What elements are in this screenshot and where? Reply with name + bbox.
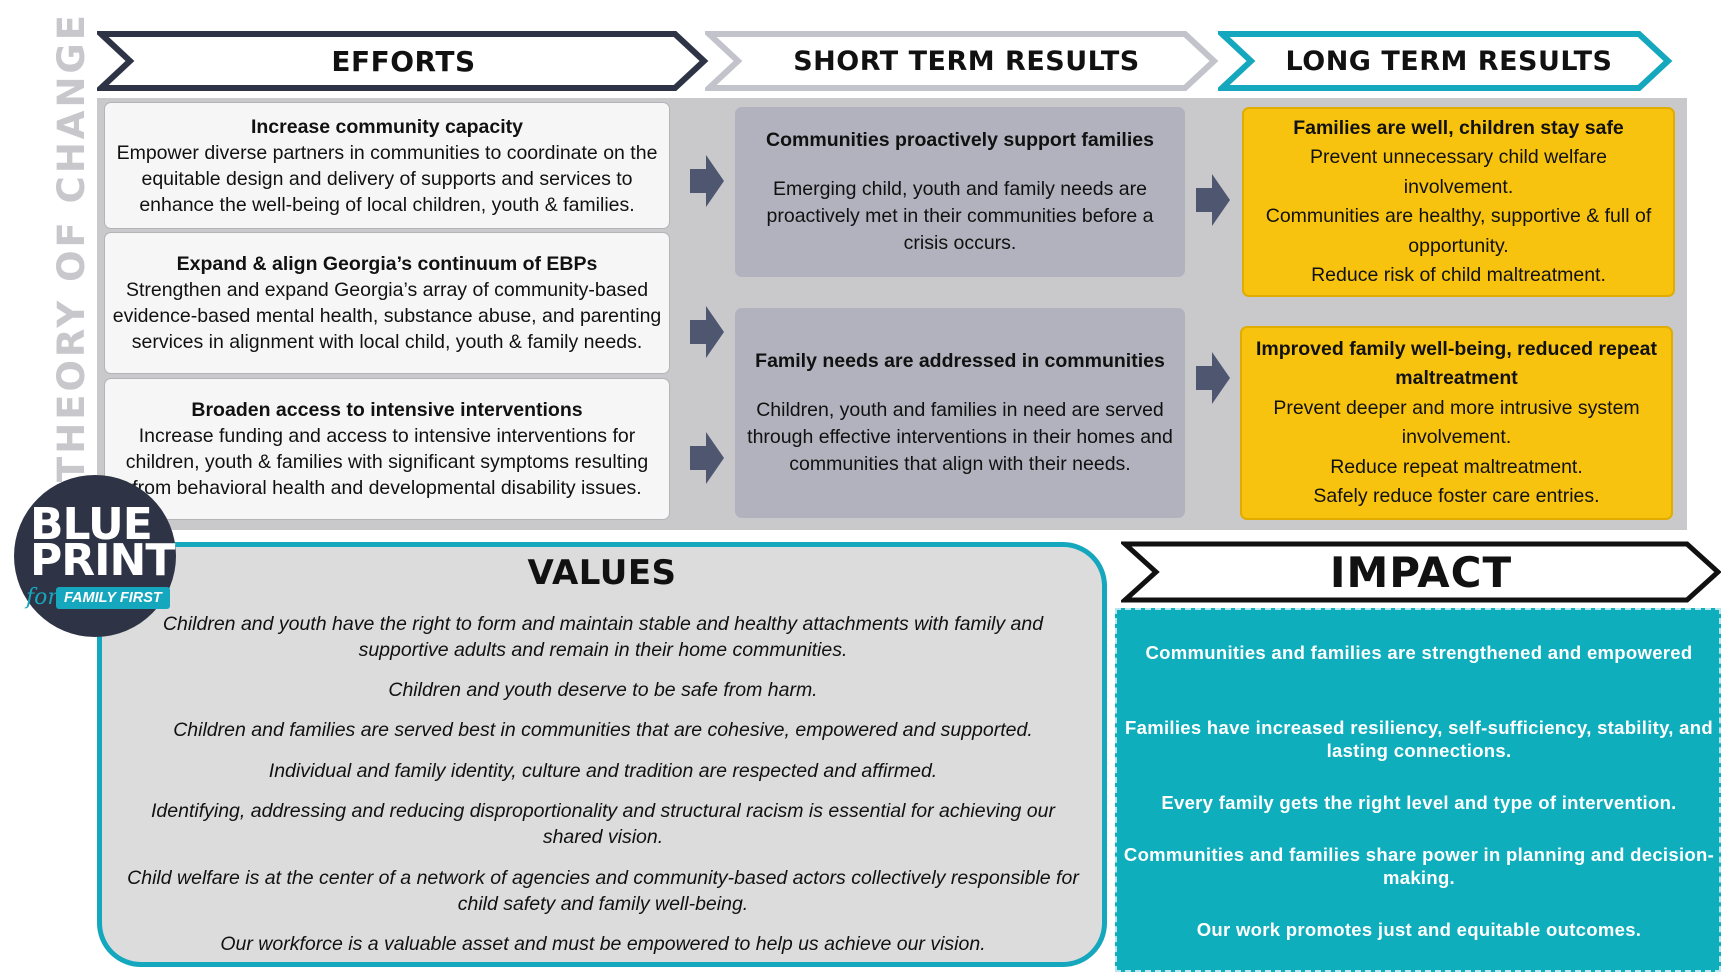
effort-text: Increase funding and access to intensive…: [125, 425, 649, 499]
long-term-header-label: LONG TERM RESULTS: [1285, 45, 1613, 77]
impact-statement: Every family gets the right level and ty…: [1161, 792, 1677, 813]
value-statement: Children and youth deserve to be safe fr…: [388, 679, 818, 701]
impact-header-label: IMPACT: [1329, 547, 1513, 597]
effort-box: Increase community capacity Empower dive…: [104, 102, 670, 229]
long-term-line: Reduce risk of child maltreatment.: [1311, 264, 1606, 286]
right-arrow-icon: [1196, 174, 1230, 226]
effort-box: Broaden access to intensive intervention…: [104, 378, 670, 520]
short-term-header: SHORT TERM RESULTS: [705, 30, 1220, 92]
logo-line2: PRINT: [30, 535, 175, 586]
short-term-title: Communities proactively support families: [766, 129, 1154, 151]
value-statement: Our workforce is a valuable asset and mu…: [220, 933, 986, 955]
long-term-box: Families are well, children stay safe Pr…: [1242, 107, 1675, 297]
impact-statement: Our work promotes just and equitable out…: [1196, 919, 1642, 940]
long-term-box: Improved family well-being, reduced repe…: [1240, 326, 1673, 520]
impact-statement: Communities and families share power in …: [1123, 844, 1715, 888]
impact-statement: Communities and families are strengthene…: [1145, 642, 1693, 663]
values-panel: [97, 542, 1107, 967]
effort-title: Broaden access to intensive intervention…: [191, 399, 583, 421]
effort-title: Increase community capacity: [250, 115, 524, 138]
long-term-line: Prevent deeper and more intrusive system…: [1273, 396, 1640, 449]
long-term-line: Safely reduce foster care entries.: [1313, 485, 1600, 507]
long-term-header: LONG TERM RESULTS: [1218, 30, 1674, 92]
efforts-header: EFFORTS: [97, 30, 710, 92]
impact-panel: [1115, 608, 1721, 972]
short-term-box: Family needs are addressed in communitie…: [735, 308, 1185, 518]
short-term-text: Emerging child, youth and family needs a…: [766, 178, 1154, 254]
long-term-line: Communities are healthy, supportive & fu…: [1265, 205, 1652, 257]
short-term-chevron-shape: [705, 31, 1219, 91]
effort-box: Expand & align Georgia’s continuum of EB…: [104, 232, 670, 374]
logo-tag: FAMILY FIRST: [56, 587, 170, 609]
long-term-title: Families are well, children stay safe: [1293, 116, 1624, 139]
right-arrow-icon: [690, 306, 724, 358]
right-arrow-icon: [690, 155, 724, 207]
long-term-title: Improved family well-being, reduced repe…: [1256, 337, 1657, 390]
side-title: THEORY OF CHANGE: [50, 11, 93, 482]
short-term-box: Communities proactively support families…: [735, 107, 1185, 277]
logo-for: for: [26, 585, 58, 610]
efforts-chevron-shape: [97, 31, 709, 91]
logo-line1: BLUE: [30, 499, 153, 550]
impact-statement: Families have increased resiliency, self…: [1125, 717, 1713, 761]
impact-chevron-shape: [1121, 541, 1721, 603]
blueprint-logo: BLUE PRINT for FAMILY FIRST: [12, 475, 182, 637]
values-title: VALUES: [527, 553, 677, 593]
value-statement: Children and families are served best in…: [173, 719, 1033, 741]
value-statement: Children and youth have the right to for…: [162, 613, 1044, 661]
long-term-line: Reduce repeat maltreatment.: [1330, 455, 1583, 478]
effort-text: Empower diverse partners in communities …: [116, 141, 658, 216]
logo-disc: [14, 475, 176, 637]
long-term-chevron-shape: [1218, 31, 1673, 91]
value-statement: Child welfare is at the center of a netw…: [127, 867, 1079, 915]
short-term-header-label: SHORT TERM RESULTS: [793, 45, 1140, 77]
right-arrow-icon: [690, 432, 724, 484]
effort-text: Strengthen and expand Georgia’s array of…: [112, 279, 662, 353]
impact-header: IMPACT: [1121, 540, 1721, 604]
effort-title: Expand & align Georgia’s continuum of EB…: [176, 253, 598, 275]
short-term-title: Family needs are addressed in communitie…: [755, 350, 1165, 372]
short-term-text: Children, youth and families in need are…: [747, 399, 1173, 475]
value-statement: Individual and family identity, culture …: [268, 760, 938, 782]
right-arrow-icon: [1196, 352, 1230, 404]
efforts-header-label: EFFORTS: [331, 44, 476, 78]
long-term-line: Prevent unnecessary child welfare involv…: [1310, 146, 1607, 198]
value-statement: Identifying, addressing and reducing dis…: [151, 800, 1055, 848]
